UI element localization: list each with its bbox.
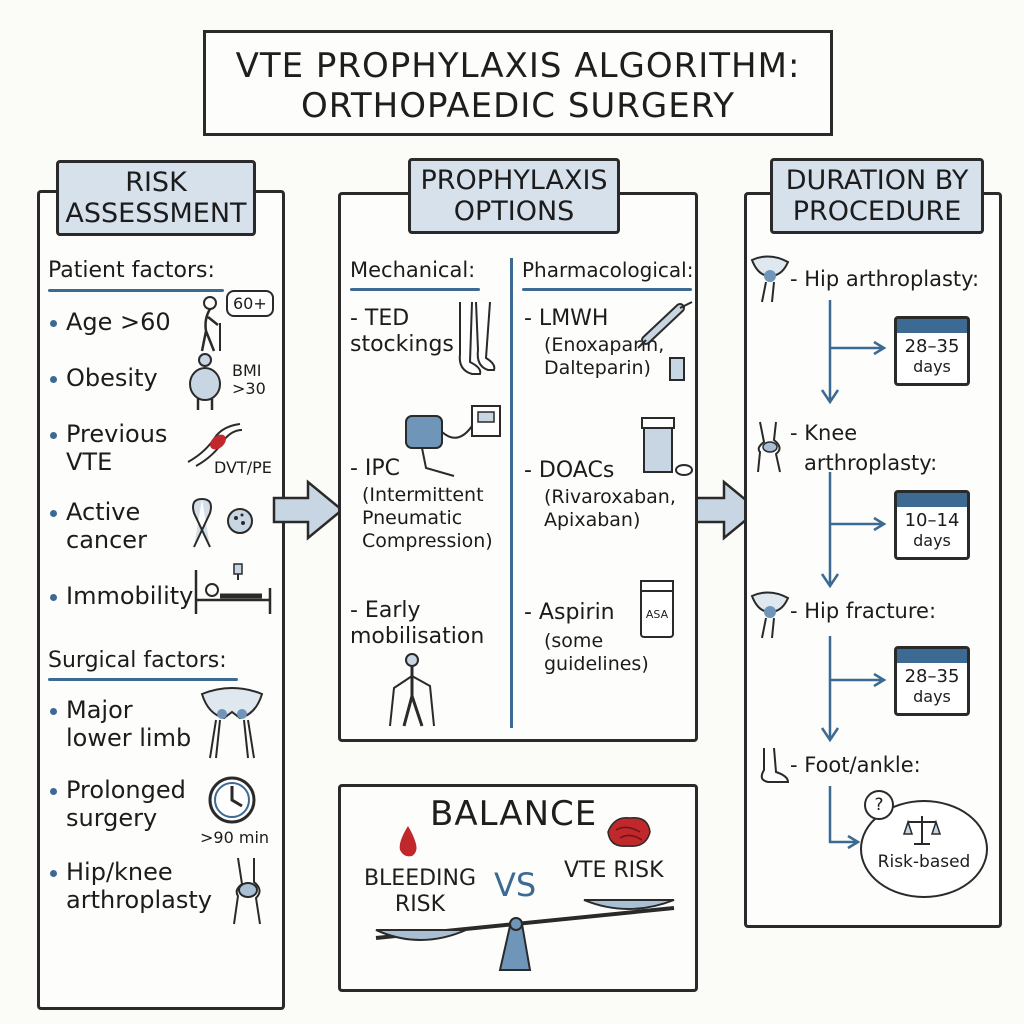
option-ted-stockings: - TED stockings [350,306,454,357]
calendar-icon: 10–14 days [894,490,970,560]
aspirin-bottle-label: ASA [645,608,669,621]
duration-knee-arthroplasty-label: - Knee arthroplasty: [790,421,938,475]
scale-icon [902,816,942,845]
patient-factors-heading: Patient factors: [48,258,215,283]
bullet-dot [50,432,57,439]
mechanical-heading: Mechanical: [350,258,476,282]
risk-hip-knee-arthroplasty: Hip/knee arthroplasty [66,858,212,914]
duration-foot-ankle-days: Risk-based [877,852,971,872]
risk-major-lower-limb: Major lower limb [66,696,192,752]
risk-obesity: Obesity [66,364,158,392]
bullet-dot [50,788,57,795]
option-lmwh-detail: (Enoxaparin, Dalteparin) [544,334,665,379]
mechanical-underline [350,288,480,291]
ipc-device-icon [405,405,501,477]
risk-immobility: Immobility [66,582,194,610]
duration-foot-ankle-label: - Foot/ankle: [790,753,921,777]
elderly-person-icon [200,296,221,352]
bullet-dot [50,376,57,383]
pharmacological-heading: Pharmacological: [522,258,694,282]
bullet-dot [50,320,57,327]
duration-hip-arthroplasty-days: 28–35 days [904,336,960,377]
blood-drop-icon [399,826,417,857]
surgical-factors-heading: Surgical factors: [48,648,227,673]
duration-header: DURATION BY PROCEDURE [770,158,984,234]
duration-hip-fracture-label: - Hip fracture: [790,599,937,623]
arrow-right-icon [272,479,344,541]
option-ipc-detail: (Intermittent Pneumatic Compression) [362,484,493,552]
question-mark-icon: ? [864,790,894,820]
foot-icon [760,747,790,783]
page-title: VTE PROPHYLAXIS ALGORITHM: ORTHOPAEDIC S… [203,30,833,136]
stockings-icon [458,301,496,375]
bleeding-risk-label: BLEEDING RISK [363,866,477,917]
surgical-factors-underline [48,678,238,681]
cancer-cell-icon [227,508,253,534]
blood-clot-vessel-icon [187,423,243,467]
option-aspirin-detail: (some guidelines) [544,630,649,675]
patient-factors-underline [48,289,224,292]
age-speech-bubble: 60+ [226,290,274,317]
blood-clot-icon [607,817,651,847]
duration-flow-lines [820,300,887,850]
clock-icon [208,776,256,824]
column-divider [510,258,513,728]
seesaw-scale-icon [375,899,675,971]
duration-knee-arthroplasty-days: 10–14 days [904,510,960,551]
bullet-dot [50,708,57,715]
bullet-dot [50,510,57,517]
option-aspirin: - Aspirin [524,600,615,625]
risk-prolonged-surgery: Prolonged surgery [66,776,186,832]
bullet-dot [50,870,57,877]
option-doacs-detail: (Rivaroxaban, Apixaban) [544,486,676,531]
vte-risk-label: VTE RISK [564,858,664,883]
dvt-pe-label: DVT/PE [214,458,272,477]
prophylaxis-options-header: PROPHYLAXIS OPTIONS [408,158,620,234]
option-lmwh: - LMWH [524,306,609,331]
option-ipc: - IPC [350,456,401,481]
syringe-icon [637,301,693,381]
bmi-label: BMI >30 [232,361,266,398]
pelvis-icon [200,687,264,759]
calendar-icon: 28–35 days [894,316,970,386]
hospital-bed-icon [194,563,272,614]
title-line-2: ORTHOPAEDIC SURGERY [301,86,735,126]
duration-hip-arthroplasty-label: - Hip arthroplasty: [790,267,980,291]
option-doacs: - DOACs [524,458,615,483]
surgery-duration-label: >90 min [200,828,270,847]
balance-title: BALANCE [430,794,598,834]
hip-joint-icon [750,255,790,303]
hip-fracture-icon [750,591,790,639]
knee-icon [757,421,781,473]
risk-assessment-header: RISK ASSESSMENT [56,160,256,236]
duration-hip-fracture-days: 28–35 days [904,666,960,707]
bullet-dot [50,594,57,601]
cancer-ribbon-icon [192,498,212,548]
risk-age: Age >60 [66,308,171,336]
title-line-1: VTE PROPHYLAXIS ALGORITHM: [235,46,801,86]
knee-joint-icon [233,857,261,925]
versus-label: VS [494,866,537,904]
option-early-mobilisation: - Early mobilisation [350,598,485,649]
risk-active-cancer: Active cancer [66,498,147,554]
calendar-icon: 28–35 days [894,646,970,716]
walking-crutches-icon [389,653,435,727]
aspirin-bottle-icon: ASA [640,580,674,638]
pharmacological-underline [522,288,692,291]
obese-person-icon [189,353,221,410]
risk-previous-vte: Previous VTE [66,420,168,476]
pill-bottle-icon [641,417,693,476]
